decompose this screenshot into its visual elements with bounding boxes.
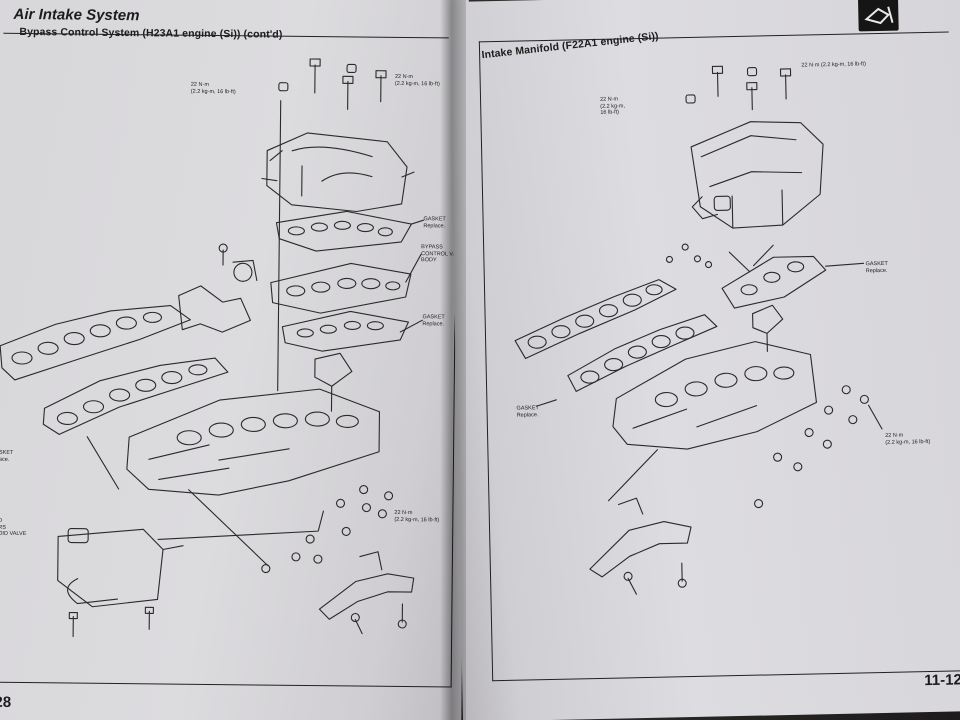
nut-icon [346,63,357,74]
nut-icon [746,67,758,77]
book-gutter [440,0,466,720]
bolt-icon [746,82,758,111]
gasket [0,305,191,381]
bracket [318,573,415,620]
left-exploded-diagram [0,58,425,638]
bolt-icon [342,75,354,110]
bolt-icon [779,68,792,100]
gasket [721,255,827,309]
bolt-icon [665,243,713,269]
intake-manifold [126,388,381,496]
gasket [514,279,677,360]
nut-icon [278,82,289,92]
bypass-control-valve-body [270,262,412,314]
nut-icon [261,485,394,574]
bracket [589,521,692,578]
gasket [275,210,412,252]
gasket [42,357,229,435]
intake-manifold [612,341,818,450]
bolt-icon [68,611,78,638]
nut-icon [754,385,869,509]
left-page: Air Intake System Bypass Control System … [0,0,469,720]
nut-icon [685,94,696,104]
upper-intake [690,121,824,229]
gasket [281,310,409,352]
bolt-icon [623,571,637,595]
upper-plenum [266,132,408,213]
bolt-icon [677,562,687,588]
right-exploded-diagram [514,65,883,595]
bolt-icon [375,70,387,103]
right-page: Intake Manifold (F22A1 engine (Si)) 11-1… [448,0,960,720]
bolt-icon [350,612,363,635]
engine-section-icon [857,0,899,32]
bypass-solenoid-valve [57,528,164,608]
bolt-icon [309,58,321,94]
bolt-icon [397,603,407,629]
bolt-icon [144,606,154,630]
bolt-icon [711,65,724,97]
